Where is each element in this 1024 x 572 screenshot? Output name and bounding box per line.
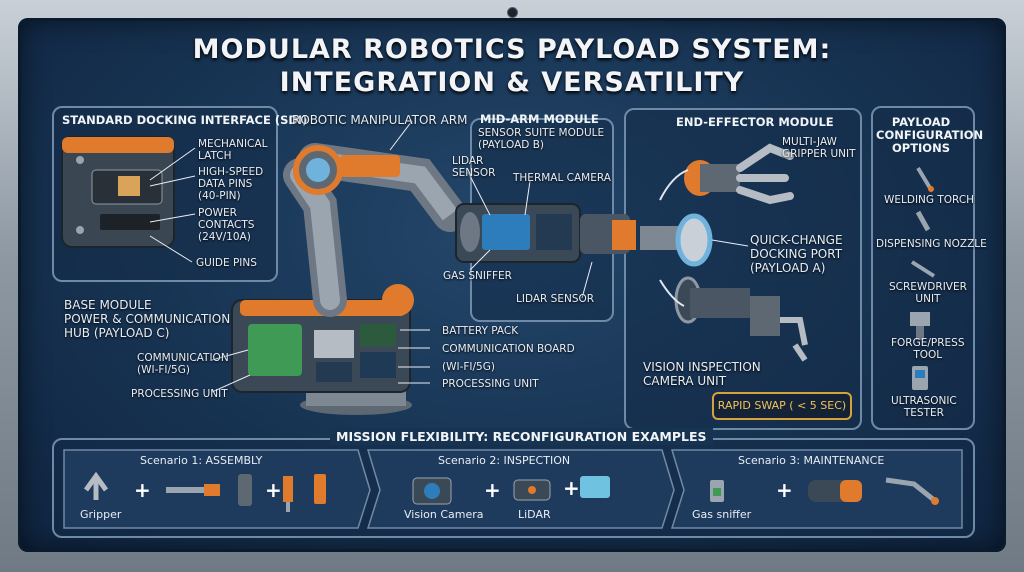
option-welding-torch: WELDING TORCH	[884, 194, 975, 206]
lidar-sensor-bottom-label: LIDAR SENSOR	[516, 293, 595, 305]
communication-board-label: COMMUNICATION BOARD	[442, 343, 575, 355]
gripper-unit-icon	[684, 143, 794, 205]
scenario2-camera-icon	[412, 477, 452, 505]
scenario-1-title: Scenario 1: ASSEMBLY	[140, 454, 263, 467]
title-line-1: MODULAR ROBOTICS PAYLOAD SYSTEM:	[192, 34, 832, 65]
scenario1-gripper-icon	[83, 471, 109, 500]
vision-unit-label: VISION INSPECTION CAMERA UNIT	[643, 360, 761, 388]
manipulator-arm-icon	[283, 143, 713, 317]
option-screwdriver: SCREWDRIVER UNIT	[889, 281, 967, 305]
scenario-3-title: Scenario 3: MAINTENANCE	[738, 454, 885, 467]
scenario3-torch-icon	[885, 477, 939, 505]
scenario-2-title: Scenario 2: INSPECTION	[438, 454, 571, 467]
webcam-icon	[507, 7, 518, 18]
guide-pins-label: GUIDE PINS	[196, 257, 257, 269]
scenario-3-gas-label: Gas sniffer	[692, 508, 752, 521]
rapid-swap-badge: RAPID SWAP ( < 5 SEC)	[712, 392, 852, 420]
scenario3-module-icon	[808, 480, 862, 502]
scenario1-module-icons	[238, 474, 326, 512]
plus-sign: +	[265, 478, 282, 502]
base-module-heading: BASE MODULE POWER & COMMUNICATION HUB (P…	[64, 298, 231, 340]
scenario-2-lidar-label: LiDAR	[518, 508, 551, 521]
wifi-5g-label: (WI-FI/5G)	[442, 361, 495, 373]
scenario1-tool-icon	[166, 484, 220, 496]
welding-torch-icon	[916, 166, 934, 192]
scenario-1-gripper-label: Gripper	[80, 508, 122, 521]
ultrasonic-tester-icon	[912, 366, 928, 390]
title-line-2: INTEGRATION & VERSATILITY	[279, 67, 745, 98]
plus-sign: +	[563, 476, 580, 500]
lidar-sensor-top-label: LIDAR SENSOR	[452, 155, 496, 179]
plus-sign: +	[134, 478, 151, 502]
quick-change-label: QUICK-CHANGE DOCKING PORT (PAYLOAD A)	[750, 233, 843, 275]
processing-unit-right-label: PROCESSING UNIT	[442, 378, 539, 390]
end-effector-heading: END-EFFECTOR MODULE	[676, 115, 834, 129]
plus-sign: +	[776, 478, 793, 502]
option-dispensing-nozzle: DISPENSING NOZZLE	[876, 238, 987, 250]
mission-heading: MISSION FLEXIBILITY: RECONFIGURATION EXA…	[330, 428, 713, 445]
mid-arm-heading: MID-ARM MODULE	[480, 112, 599, 126]
vision-camera-icon	[674, 276, 808, 362]
thermal-camera-label: THERMAL CAMERA	[513, 172, 611, 184]
docking-interface-icon	[61, 136, 175, 248]
forge-press-icon	[910, 312, 930, 340]
gas-sniffer-label: GAS SNIFFER	[443, 270, 512, 282]
scenario-2-vision-label: Vision Camera	[404, 508, 484, 521]
option-ultrasonic-tester: ULTRASONIC TESTER	[891, 395, 957, 419]
dispensing-nozzle-icon	[915, 210, 931, 232]
battery-pack-label: BATTERY PACK	[442, 325, 519, 337]
plus-sign: +	[484, 478, 501, 502]
sensor-suite-label: SENSOR SUITE MODULE (PAYLOAD B)	[478, 127, 605, 151]
gripper-unit-label: MULTI-JAW GRIPPER UNIT	[782, 136, 856, 160]
mechanical-latch-label: MECHANICAL LATCH	[198, 138, 268, 162]
options-heading: PAYLOAD CONFIGURATION OPTIONS	[876, 115, 984, 155]
base-module-icon	[231, 299, 412, 415]
data-pins-label: HIGH-SPEED DATA PINS (40-PIN)	[198, 166, 264, 202]
screwdriver-icon	[910, 260, 936, 278]
scenario3-gas-sniffer-icon	[710, 480, 724, 502]
communication-label: COMMUNICATION (WI-FI/5G)	[137, 352, 229, 376]
sdi-heading: STANDARD DOCKING INTERFACE (SDI)	[62, 113, 308, 127]
option-forge-press: FORGE/PRESS TOOL	[891, 337, 965, 361]
power-contacts-label: POWER CONTACTS (24V/10A)	[198, 207, 255, 243]
manipulator-arm-label: ROBOTIC MANIPULATOR ARM	[292, 113, 468, 127]
processing-unit-left-label: PROCESSING UNIT	[131, 388, 228, 400]
scenario2-lidar-icon	[513, 476, 610, 501]
